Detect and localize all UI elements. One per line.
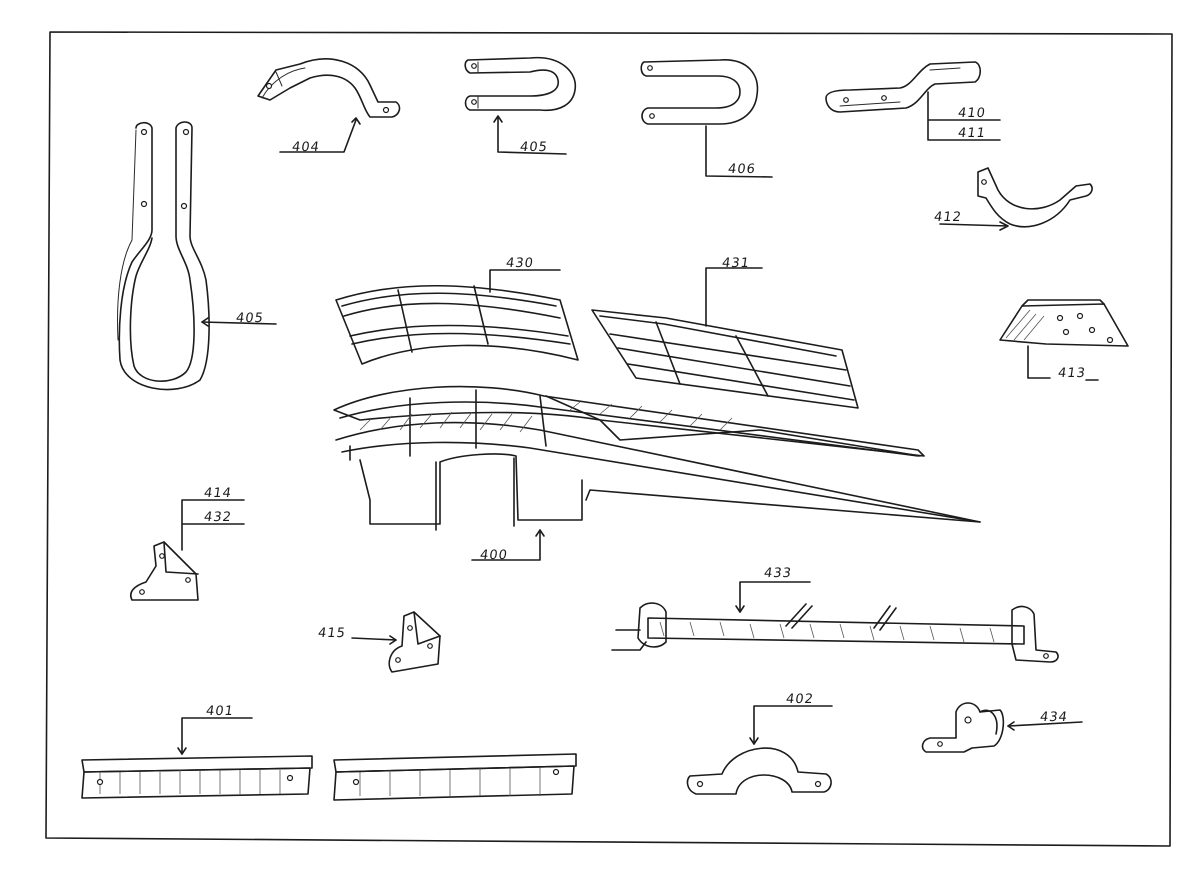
part-434-pipe-bracket [921,702,1083,753]
part-label-405-strap: 405 [234,311,265,326]
part-label-402: 402 [784,692,815,707]
part-label-410: 410 [956,106,987,121]
part-label-406: 406 [726,162,757,177]
part-433-tube-assembly [611,581,1059,663]
part-label-430: 430 [504,256,535,271]
part-label-411: 411 [956,126,987,141]
part-412-saddle-strap [939,167,1093,231]
part-410-411-offset-strap [825,61,1001,141]
part-label-400: 400 [478,548,509,563]
part-label-434: 434 [1038,710,1069,725]
part-label-432: 432 [202,510,233,525]
part-414-432-angle-bracket [130,499,245,601]
part-413-hinge-plate [999,299,1129,381]
drawing-border [45,31,1173,847]
part-label-412: 412 [932,210,963,225]
part-label-413: 413 [1056,366,1087,381]
part-430-curved-frame [335,269,579,365]
part-404-strap-clamp [257,58,401,153]
part-label-433: 433 [762,566,793,581]
part-415-small-bracket [351,611,441,673]
part-403-long-u-strap [117,121,277,391]
part-405-clamp [464,56,577,155]
part-label-405-clamp: 405 [518,140,549,155]
part-400-main-body [333,385,981,561]
part-label-431: 431 [720,256,751,271]
part-402-saddle-clamp [686,705,833,795]
part-label-404: 404 [290,140,321,155]
part-431-flat-frame [591,267,859,409]
part-label-415: 415 [316,626,347,641]
part-label-401: 401 [204,704,235,719]
part-406-u-bracket [640,59,773,178]
part-401-channels [81,717,577,801]
part-label-414: 414 [202,486,233,501]
